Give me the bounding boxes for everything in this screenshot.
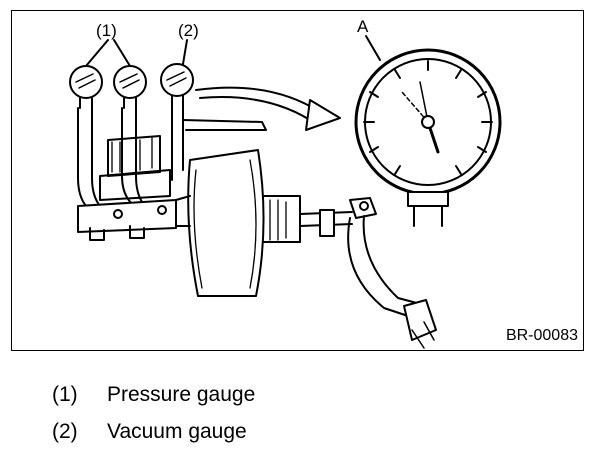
legend-item-pressure-gauge: (1) Pressure gauge: [52, 383, 255, 407]
legend-text: Pressure gauge: [107, 383, 256, 406]
enlarged-gauge-a: [354, 48, 502, 227]
pressure-gauge-2-icon: [113, 65, 147, 109]
callout-a: A: [357, 17, 369, 36]
magnify-arrow: [195, 86, 341, 131]
callout-2-leader: [182, 39, 188, 65]
pressure-hose-1: [77, 107, 101, 211]
callout-1: (1): [96, 21, 117, 40]
callout-a-leader: [365, 35, 381, 61]
callout-1-leader: [85, 39, 131, 67]
brake-pedal: [299, 197, 437, 349]
pressure-gauge-1-icon: [69, 65, 103, 109]
master-cylinder: [77, 135, 177, 241]
legend-item-vacuum-gauge: (2) Vacuum gauge: [52, 420, 247, 444]
legend-number: (2): [52, 420, 78, 443]
callout-2: (2): [178, 21, 199, 40]
pressure-hose-2: [121, 107, 143, 205]
legend-number: (1): [52, 383, 78, 406]
vacuum-gauge-bracket: [182, 119, 267, 131]
figure-id: BR-00083: [505, 327, 578, 344]
brake-booster: [175, 149, 301, 297]
vacuum-hose: [171, 111, 184, 181]
vacuum-gauge-icon: [160, 63, 194, 113]
figure-frame: [11, 10, 584, 351]
legend-text: Vacuum gauge: [107, 420, 247, 443]
